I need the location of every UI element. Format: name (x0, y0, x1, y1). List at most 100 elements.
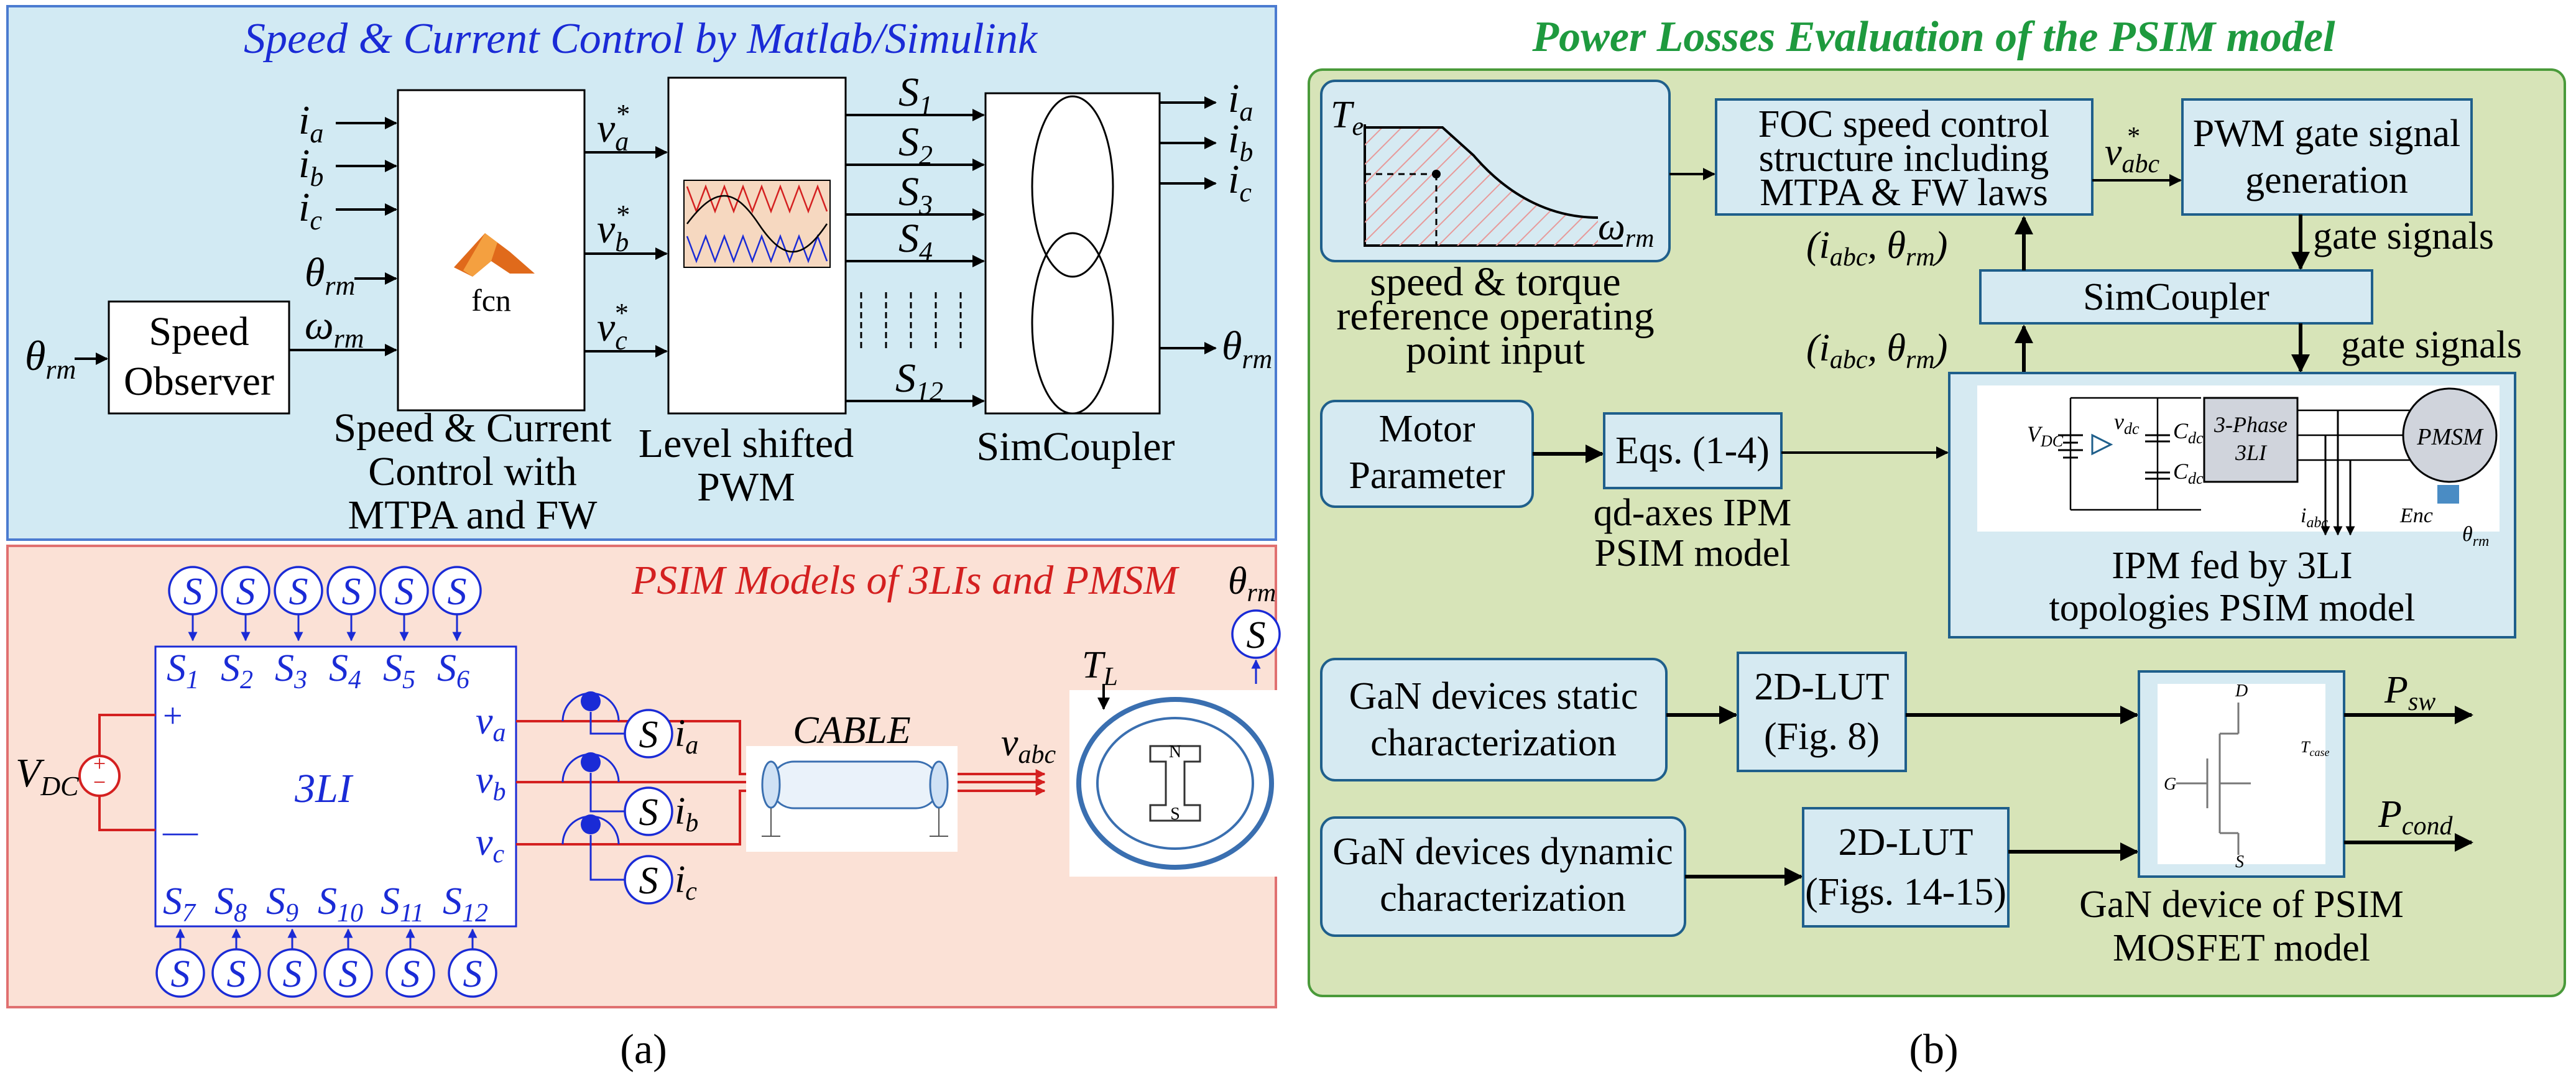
svg-text:S3: S3 (898, 169, 933, 220)
svg-text:S: S (289, 571, 308, 613)
cable: CABLE vabc (746, 709, 1056, 852)
svg-text:S: S (339, 953, 358, 995)
svg-text:S: S (463, 953, 482, 995)
svg-text:vc*: vc* (597, 298, 627, 356)
svg-text:Enc: Enc (2399, 504, 2433, 527)
simcoupler-block-a (984, 92, 1161, 415)
svg-text:Cdc: Cdc (2173, 459, 2204, 487)
svg-text:S: S (401, 953, 420, 995)
ipm-caption-line2: topologies PSIM model (2049, 587, 2415, 629)
mosfet-source: S (2235, 852, 2244, 872)
svg-text:S: S (342, 571, 361, 613)
svg-text:N: N (1169, 742, 1181, 762)
lut-dynamic-line2: (Figs. 14-15) (1805, 871, 2006, 913)
svg-text:θrm: θrm (305, 250, 355, 301)
svg-text:S1: S1 (898, 70, 933, 121)
svg-text:vc: vc (476, 821, 505, 869)
svg-text:S: S (639, 714, 658, 756)
dc-source: + − VDC (16, 714, 155, 831)
simcoupler-label-b: SimCoupler (2083, 276, 2269, 318)
torque-speed-caption-2: reference operating (1336, 293, 1654, 339)
svg-text:θrm: θrm (1228, 560, 1276, 607)
svg-text:va*: va* (597, 99, 629, 157)
svg-text:Cdc: Cdc (2173, 418, 2204, 447)
lut-dynamic-line1: 2D-LUT (1839, 821, 1974, 864)
svg-text:S1: S1 (167, 647, 199, 694)
svg-text:ia: ia (675, 712, 698, 760)
pwm-caption-line1: Level shifted (639, 421, 854, 466)
svg-text:S: S (1170, 804, 1180, 824)
pwm-gate-block (2181, 98, 2473, 216)
lut-dynamic-block (1802, 807, 2010, 928)
lut-static-block (1737, 652, 1907, 772)
svg-text:Psw: Psw (2384, 669, 2435, 716)
speed-observer-line1: Speed (149, 309, 249, 354)
svg-text:S3: S3 (275, 647, 307, 694)
pwm-gate-line1: PWM gate signal (2193, 113, 2461, 155)
motor-parameter-line2: Parameter (1349, 454, 1505, 497)
svg-text:S: S (639, 791, 658, 834)
panel-b-caption: (b) (1909, 1025, 1958, 1072)
ipm-3li-label: 3LI (2235, 440, 2268, 465)
svg-text:ic: ic (1228, 157, 1252, 208)
svg-text:ib: ib (298, 141, 323, 192)
simcoupler-caption-a: SimCoupler (976, 424, 1175, 469)
svg-text:S: S (639, 860, 658, 902)
dc-plus: + (163, 697, 183, 735)
svg-text:S4: S4 (329, 647, 361, 694)
panel-b: Power Losses Evaluation of the PSIM mode… (1308, 13, 2566, 997)
svg-text:S9: S9 (266, 880, 298, 928)
svg-text:S4: S4 (898, 216, 933, 267)
foc-line1: FOC speed control (1758, 103, 2049, 145)
speed-observer-block (108, 300, 290, 415)
svg-text:ic: ic (298, 185, 322, 236)
foc-block (1715, 98, 2094, 216)
3li-block (154, 645, 517, 928)
3li-bottom-labels: S7 S8 S9 S10 S11 S12 (163, 880, 488, 928)
voltage-reference-outputs: va* vb* vc* (584, 99, 668, 357)
current-sensors: S ia S ib S ic (561, 691, 698, 906)
foc-line3: MTPA & FW laws (1760, 172, 2047, 214)
equations-block (1603, 412, 1783, 489)
svg-text:S: S (283, 953, 302, 995)
foc-line2: structure including (1759, 137, 2049, 180)
svg-text:VDC: VDC (2027, 422, 2064, 450)
motor-parameter-line1: Motor (1379, 408, 1475, 450)
cable-label: CABLE (793, 709, 910, 752)
svg-text:vb: vb (476, 759, 506, 806)
simcoupler-outputs: ia ib ic θrm (1160, 76, 1272, 374)
pwm-carrier-plot (683, 180, 831, 268)
ipm-3phase-label: 3-Phase (2214, 412, 2287, 437)
pwm-gate-line2: generation (2245, 159, 2408, 201)
torque-speed-caption-3: point input (1406, 328, 1585, 373)
3li-top-labels: S1 S2 S3 S4 S5 S6 (167, 647, 469, 694)
svg-text:va: va (476, 700, 506, 747)
svg-text:S2: S2 (221, 647, 253, 694)
svg-text:ib: ib (1228, 116, 1253, 167)
svg-text:S12: S12 (895, 356, 943, 407)
svg-text:ωrm: ωrm (1598, 206, 1654, 253)
svg-text:Te: Te (1331, 94, 1364, 141)
fcn-label: fcn (471, 283, 511, 318)
svg-text:S: S (183, 571, 203, 613)
svg-text:ia: ia (1228, 76, 1253, 127)
panel-a-simulink: Speed & Current Control by Matlab/Simuli… (6, 5, 1277, 541)
svg-text:Pcond: Pcond (2378, 793, 2454, 841)
panel-a-psim: PSIM Models of 3LIs and PMSM S S S S S S… (6, 545, 1281, 1008)
gan-model-caption-2: MOSFET model (2113, 927, 2370, 969)
lut-static-line2: (Fig. 8) (1764, 716, 1880, 758)
ipm-schematic: 3-Phase 3LI PMSM VDC vdc Cdc Cdc iabc En… (2027, 387, 2498, 550)
svg-text:S7: S7 (163, 880, 196, 928)
mosfet-gate: G (2164, 775, 2176, 794)
svg-text:ωrm: ωrm (305, 303, 364, 354)
ipm-caption-line1: IPM fed by 3LI (2112, 545, 2352, 587)
svg-text:−: − (93, 770, 106, 795)
gan-static-line1: GaN devices static (1349, 675, 1638, 717)
equations-caption-2: PSIM model (1594, 532, 1790, 574)
panel-b-title: Power Losses Evaluation of the PSIM mode… (1531, 13, 2335, 61)
svg-text:S: S (227, 953, 246, 995)
svg-text:vdc: vdc (2114, 409, 2140, 438)
pmsm-motor: N S TL S θrm (1069, 560, 1281, 877)
gan-dynamic-line1: GaN devices dynamic (1332, 831, 1673, 873)
